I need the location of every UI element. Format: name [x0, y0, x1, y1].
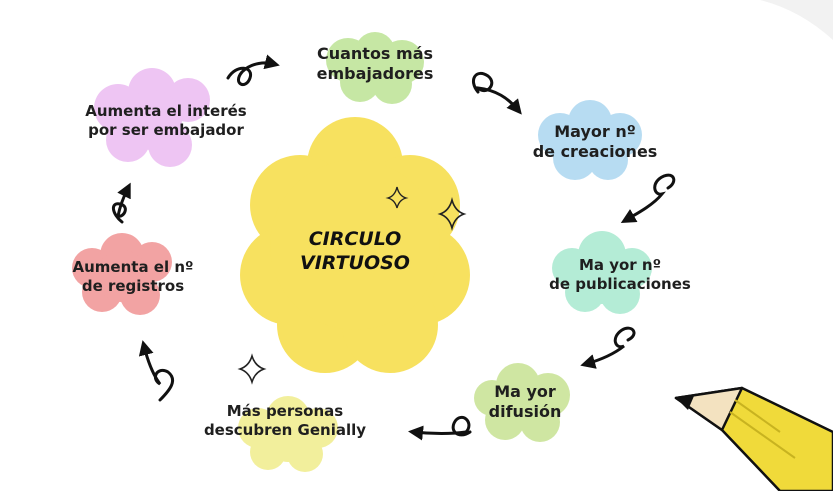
- cloud-difusion: [474, 363, 570, 442]
- step-genially: Más personas descubren Genially: [180, 402, 390, 440]
- step-publicaciones: Ma yor nº de publicaciones: [530, 256, 710, 294]
- step-line: Aumenta el nº: [72, 258, 194, 276]
- step-interes: Aumenta el interés por ser embajador: [66, 102, 266, 140]
- center-title-line1: CIRCULO: [308, 228, 402, 250]
- step-line: Mayor nº: [554, 122, 636, 141]
- step-line: Aumenta el interés: [85, 102, 247, 120]
- step-line: de publicaciones: [549, 274, 691, 293]
- cloud-genially: [238, 396, 338, 472]
- pencil-icon: [674, 386, 833, 493]
- paper-corner: [760, 0, 833, 40]
- step-creaciones: Mayor nº de creaciones: [520, 122, 670, 162]
- sparkle-icon: [437, 196, 467, 232]
- step-line: descubren Genially: [203, 420, 367, 439]
- center-title-line2: VIRTUOSO: [300, 251, 410, 274]
- sparkle-icon: [385, 186, 409, 209]
- step-line: de registros: [81, 276, 185, 295]
- arrow-icon: [226, 54, 280, 87]
- step-line: Ma yor: [494, 382, 556, 401]
- step-line: Más personas: [226, 402, 344, 420]
- cloud-embajadores: [326, 32, 424, 104]
- arrow-icon: [472, 71, 522, 115]
- step-registros: Aumenta el nº de registros: [58, 258, 208, 296]
- step-line: de creaciones: [532, 142, 658, 161]
- cloud-creaciones: [538, 100, 642, 180]
- step-difusion: Ma yor difusión: [470, 382, 580, 422]
- cloud-interes: [94, 68, 210, 167]
- center-cloud: [240, 117, 470, 373]
- step-embajadores: Cuantos más embajadores: [290, 44, 460, 84]
- step-line: difusión: [488, 402, 562, 421]
- sparkle-icon: [237, 353, 267, 385]
- step-line: Ma yor nº: [578, 256, 662, 274]
- arrow-icon: [620, 173, 676, 223]
- arrow-icon: [408, 415, 472, 441]
- cloud-publicaciones: [552, 231, 652, 314]
- step-line: embajadores: [316, 64, 434, 83]
- step-line: por ser embajador: [88, 120, 244, 139]
- center-title: CIRCULO VIRTUOSO: [290, 228, 420, 276]
- arrow-icon: [112, 182, 131, 224]
- step-line: Cuantos más: [316, 44, 434, 63]
- cloud-registros: [72, 233, 172, 315]
- arrow-icon: [580, 326, 636, 369]
- arrow-icon: [138, 340, 174, 402]
